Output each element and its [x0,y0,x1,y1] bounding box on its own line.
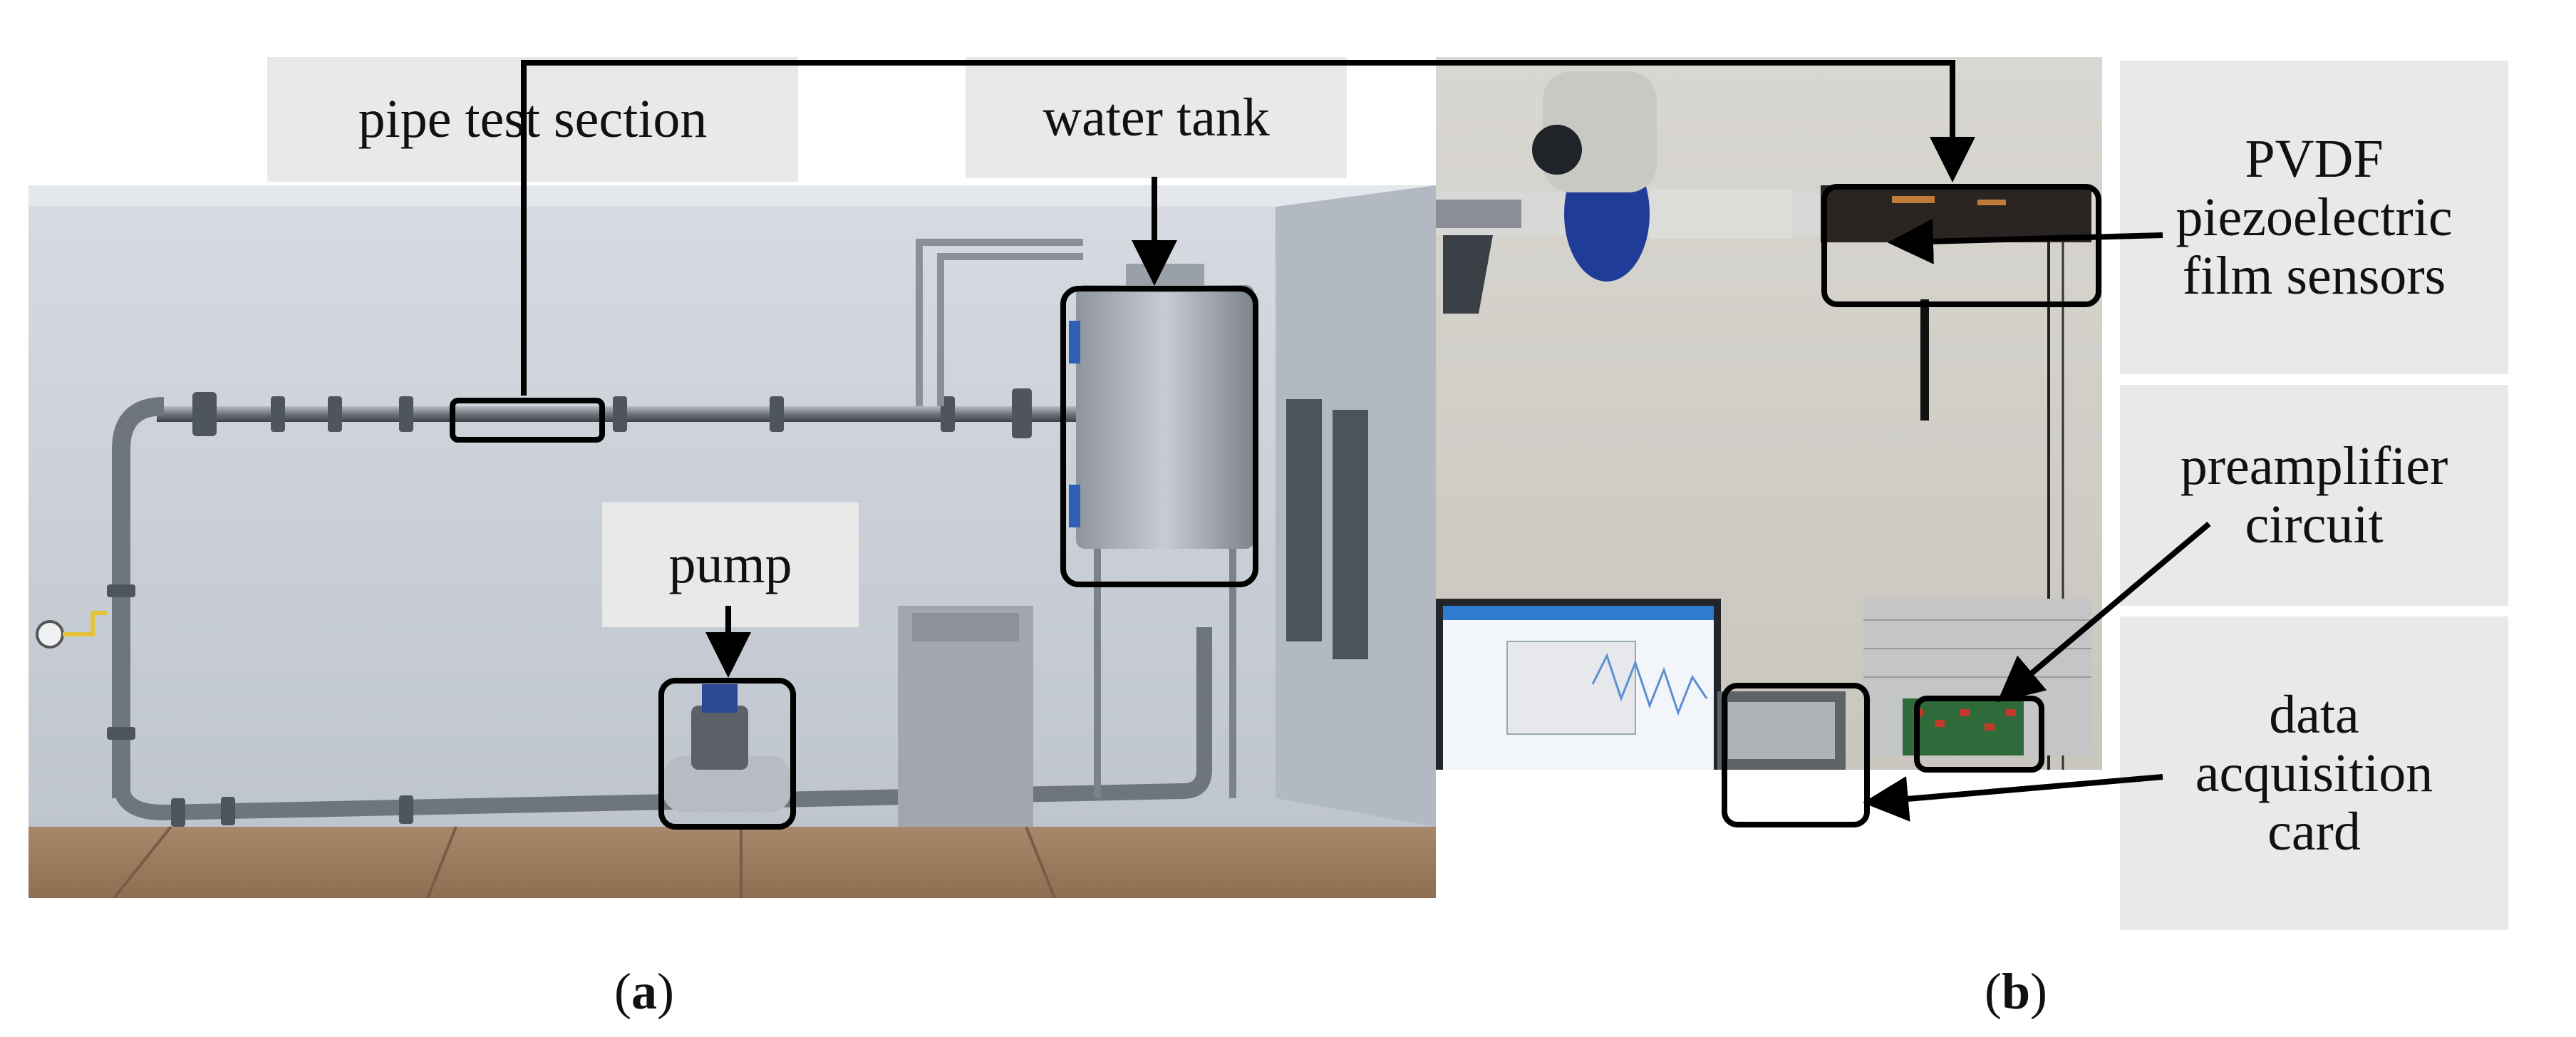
cabinet [898,606,1033,827]
pump-body [663,755,791,812]
highlight-sensors [1821,184,2101,307]
caption-b-open: ( [1985,963,2002,1020]
caption-a: (a) [614,962,674,1021]
label-daq-line3: card [2267,802,2361,862]
caption-b: (b) [1985,962,2047,1021]
label-preamplifier: preamplifier circuit [2120,385,2508,606]
window [1286,399,1322,641]
caption-a-open: ( [614,963,631,1020]
label-daq-card: data acquisition card [2120,616,2508,930]
panel-a-rendering [29,185,1436,898]
caption-a-close: ) [656,963,674,1020]
label-pvdf-line1: PVDF [2245,128,2384,189]
label-preamp-line2: circuit [2245,495,2384,554]
label-pipe-test-section: pipe test section [267,57,798,182]
highlight-water-tank [1060,286,1258,587]
label-pvdf-sensors: PVDF piezoelectric film sensors [2120,61,2508,374]
flow-meter-display [1532,125,1582,175]
label-pvdf-line2: piezoelectric [2176,187,2453,247]
label-water-tank-text: water tank [1043,87,1270,148]
water-tank [1076,285,1254,549]
label-daq-line2: acquisition [2195,743,2433,803]
highlight-test-section [450,398,605,443]
preamp-board [1903,698,2024,755]
left-elbow [112,397,165,798]
label-preamp-line1: preamplifier [2180,435,2448,496]
arrow-preamp [1997,521,2211,703]
connector-line [521,60,1975,396]
arrow-daq [1863,774,2163,822]
label-pump-text: pump [668,535,792,595]
panel-b-photo [1436,57,2102,770]
sensor-section [1821,185,2091,242]
caption-b-close: ) [2030,963,2048,1020]
label-water-tank: water tank [966,57,1347,178]
bottom-pipe [113,627,1212,821]
highlight-daq [1722,683,1870,827]
floor [29,827,1436,898]
caption-a-letter: a [631,963,657,1020]
highlight-pump [658,678,796,830]
arrow-sensors [1888,218,2163,264]
highlight-preamp [1914,696,2044,773]
label-pipe-test-section-text: pipe test section [358,89,708,150]
label-pvdf-line3: film sensors [2182,246,2446,306]
label-daq-line1: data [2269,684,2359,745]
caption-b-letter: b [2001,963,2031,1020]
